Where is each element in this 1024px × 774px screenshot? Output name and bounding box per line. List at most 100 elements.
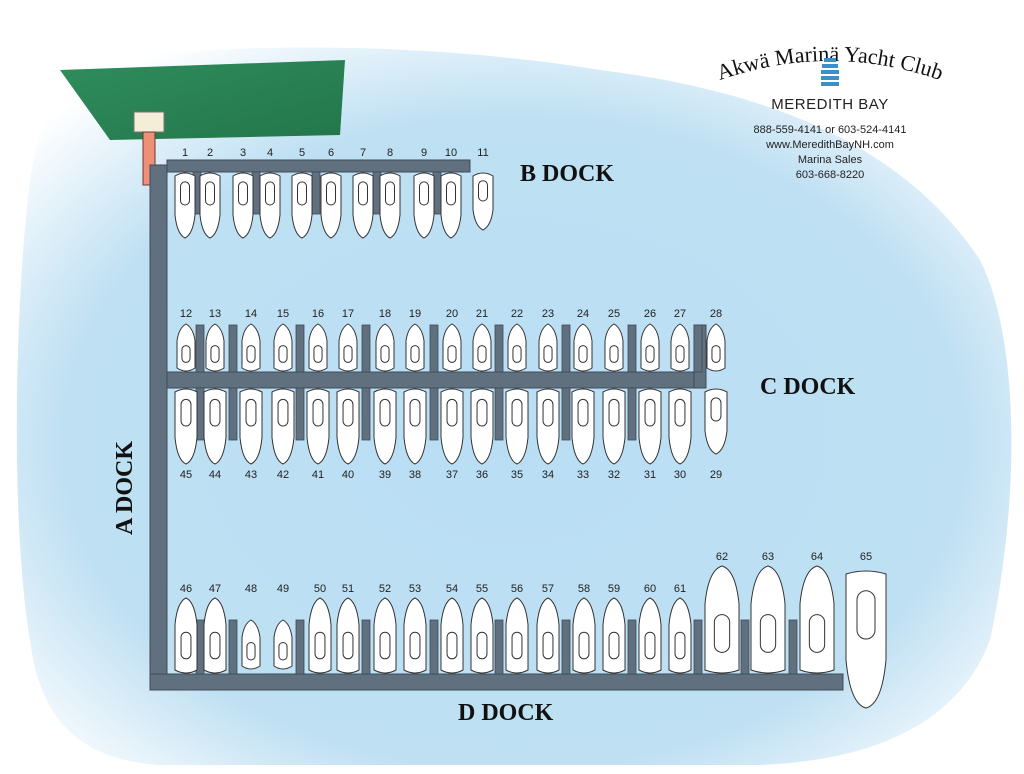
boat-c-n-16 — [308, 323, 328, 372]
boat-c-n-12 — [176, 323, 196, 372]
boat-c-n-17 — [338, 323, 358, 372]
slip-number: 46 — [180, 583, 192, 595]
boat-b-4 — [259, 172, 281, 239]
finger-pier — [361, 387, 371, 441]
finger-pier — [429, 619, 439, 675]
slip-number: 15 — [277, 308, 289, 320]
shoreline-land — [60, 60, 345, 140]
boat-d-57 — [536, 597, 560, 674]
boat-b-6 — [320, 172, 342, 239]
boat-d-55 — [470, 597, 494, 674]
finger-pier — [295, 324, 305, 373]
finger-pier — [788, 619, 798, 675]
boat-d-52 — [373, 597, 397, 674]
slip-number: 5 — [299, 147, 305, 159]
slip-number: 53 — [409, 583, 421, 595]
slip-number: 42 — [277, 469, 289, 481]
boat-c-n-13 — [205, 323, 225, 372]
boat-c-s-45 — [174, 388, 198, 465]
boat-b-7 — [352, 172, 374, 239]
boat-d-53 — [403, 597, 427, 674]
boat-c-n-18 — [375, 323, 395, 372]
finger-pier — [361, 324, 371, 373]
finger-pier — [295, 619, 305, 675]
finger-pier — [295, 387, 305, 441]
lighthouse-icon — [821, 58, 839, 86]
a-dock-label: A DOCK — [112, 441, 138, 535]
boat-c-s-44 — [203, 388, 227, 465]
slip-number: 62 — [716, 551, 728, 563]
boat-c-n-28 — [706, 323, 726, 372]
a-dock — [149, 164, 168, 691]
d-dock — [149, 673, 844, 691]
boat-b-2 — [199, 172, 221, 239]
slip-number: 39 — [379, 469, 391, 481]
slip-number: 59 — [608, 583, 620, 595]
slip-number: 28 — [710, 308, 722, 320]
slip-number: 43 — [245, 469, 257, 481]
finger-pier — [627, 387, 637, 441]
boat-c-n-23 — [538, 323, 558, 372]
slip-number: 52 — [379, 583, 391, 595]
boat-d-61 — [668, 597, 692, 674]
finger-pier — [740, 619, 750, 675]
finger-pier — [494, 387, 504, 441]
slip-number: 51 — [342, 583, 354, 595]
slip-number: 1 — [182, 147, 188, 159]
boat-c-s-30 — [668, 388, 692, 465]
slip-number: 58 — [578, 583, 590, 595]
slip-number: 13 — [209, 308, 221, 320]
slip-number: 63 — [762, 551, 774, 563]
sales-label: Marina Sales — [797, 154, 863, 166]
boat-c-n-21 — [472, 323, 492, 372]
slip-number: 19 — [409, 308, 421, 320]
boat-d-47 — [203, 597, 227, 674]
boat-d-65 — [845, 570, 887, 709]
slip-number: 30 — [674, 469, 686, 481]
boat-c-s-35 — [505, 388, 529, 465]
slip-number: 35 — [511, 469, 523, 481]
boat-c-n-19 — [405, 323, 425, 372]
slip-number: 40 — [342, 469, 354, 481]
boat-c-n-25 — [604, 323, 624, 372]
boat-c-s-43 — [239, 388, 263, 465]
boat-c-s-42 — [271, 388, 295, 465]
boat-d-59 — [602, 597, 626, 674]
boat-b-8 — [379, 172, 401, 239]
slip-number: 65 — [860, 551, 872, 563]
boat-d-46 — [174, 597, 198, 674]
finger-pier — [195, 324, 205, 373]
slip-number: 18 — [379, 308, 391, 320]
website: www.MeredithBayNH.com — [766, 139, 894, 151]
d-dock-label: D DOCK — [458, 700, 554, 726]
slip-number: 56 — [511, 583, 523, 595]
finger-pier — [311, 171, 321, 215]
boat-b-1 — [174, 172, 196, 239]
boat-c-n-26 — [640, 323, 660, 372]
boat-d-48 — [241, 619, 261, 670]
boat-b-10 — [440, 172, 462, 239]
boat-d-49 — [273, 619, 293, 670]
finger-pier — [228, 387, 238, 441]
slip-number: 61 — [674, 583, 686, 595]
boat-c-n-24 — [573, 323, 593, 372]
finger-pier — [693, 324, 703, 373]
boat-c-s-39 — [373, 388, 397, 465]
boat-d-60 — [638, 597, 662, 674]
boat-c-s-41 — [306, 388, 330, 465]
slip-number: 41 — [312, 469, 324, 481]
slip-number: 48 — [245, 583, 257, 595]
finger-pier — [561, 619, 571, 675]
slip-number: 57 — [542, 583, 554, 595]
slip-number: 26 — [644, 308, 656, 320]
slip-number: 20 — [446, 308, 458, 320]
slip-number: 11 — [477, 147, 488, 159]
finger-pier — [494, 324, 504, 373]
finger-pier — [494, 619, 504, 675]
boat-d-62 — [704, 565, 740, 674]
boat-d-58 — [572, 597, 596, 674]
slip-number: 14 — [245, 308, 257, 320]
slip-number: 6 — [328, 147, 334, 159]
